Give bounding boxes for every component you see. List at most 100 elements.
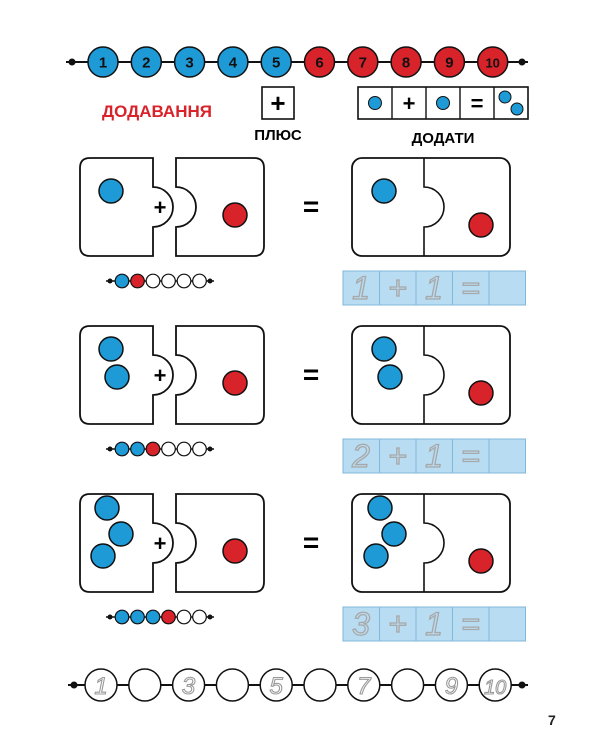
plus-label: ПЛЮС	[254, 127, 302, 144]
right-card-piece	[175, 325, 265, 425]
number-bead	[390, 46, 422, 78]
number-bead-label: 2	[142, 55, 150, 72]
bead-row	[106, 441, 214, 457]
number-bead-label: 1	[99, 55, 107, 72]
number-bead-label: 5	[272, 55, 280, 72]
plus-sign: +	[154, 363, 167, 388]
blue-circle	[108, 521, 134, 547]
plus-sign: +	[154, 531, 167, 556]
bead	[114, 609, 130, 625]
bottom-bead-guide: 5	[270, 673, 284, 700]
writing-cell	[415, 606, 453, 642]
writing-cell	[452, 606, 490, 642]
blue-circle	[98, 178, 124, 204]
red-circle	[222, 202, 248, 228]
dotted-writing-guide: +	[388, 606, 407, 642]
bottom-bead-guide: 10	[484, 677, 506, 699]
bead	[176, 609, 192, 625]
blue-circle	[98, 336, 124, 362]
blue-dot	[498, 90, 512, 104]
writing-cell	[488, 438, 526, 474]
number-bead	[303, 46, 336, 78]
writing-cell	[488, 270, 526, 306]
dotted-writing-guide: 1	[425, 270, 443, 306]
dotted-writing-guide: =	[461, 606, 480, 642]
writing-cell	[342, 270, 380, 306]
number-bead	[130, 46, 163, 78]
red-circle	[468, 548, 494, 574]
number-bead-label: 4	[229, 55, 238, 72]
bead	[161, 441, 176, 457]
chain-end-dot	[70, 681, 78, 689]
bottom-bead	[215, 668, 250, 702]
number-bead	[173, 46, 206, 78]
writing-cell	[379, 606, 417, 642]
writing-cell	[415, 270, 453, 306]
exercise-1: +=1+1=	[79, 157, 526, 307]
plus-box	[261, 86, 295, 120]
exercise-2: + = 2 +1 =	[79, 325, 526, 475]
blue-circle	[371, 178, 397, 204]
bottom-bead	[434, 668, 469, 702]
red-circle	[468, 380, 494, 406]
bead	[161, 273, 176, 289]
bottom-bead	[390, 668, 425, 702]
blue-circle	[90, 543, 116, 569]
bottom-bead	[347, 668, 381, 702]
equals-sign: =	[303, 527, 319, 558]
red-circle	[222, 538, 248, 564]
blue-circle	[371, 336, 397, 362]
plus-sign: +	[154, 195, 167, 220]
bead	[192, 441, 207, 457]
number-bead-label: 6	[315, 55, 323, 72]
number-bead	[476, 46, 509, 78]
bottom-bead	[259, 668, 293, 702]
bead	[145, 273, 161, 289]
dotted-writing-guide: =	[461, 438, 480, 474]
blue-circle	[104, 364, 130, 390]
number-bead-label: 10	[485, 56, 499, 71]
bottom-bead	[303, 668, 337, 702]
section-title: ДОДАВАННЯ	[102, 102, 212, 121]
bead	[130, 273, 145, 289]
example-equation-box: +=	[357, 86, 529, 120]
bead	[161, 609, 176, 625]
bead-string-end	[207, 446, 213, 452]
number-bead	[217, 46, 249, 78]
bead-string-end	[207, 278, 213, 284]
result-card	[351, 157, 511, 257]
bead	[192, 609, 207, 625]
blue-circle	[94, 495, 120, 521]
bead	[145, 609, 161, 625]
chain-end-dot	[518, 681, 526, 689]
exercise-3: + = 3 +1 =	[79, 493, 526, 643]
number-bead-label: 3	[185, 55, 193, 72]
red-circle	[468, 212, 494, 238]
writing-cell	[379, 438, 417, 474]
dotted-writing-guide: 1	[425, 438, 443, 474]
blue-dot	[510, 102, 524, 116]
writing-cell	[415, 438, 453, 474]
dotted-writing-guide: 1	[425, 606, 443, 642]
page-number: 7	[548, 712, 556, 728]
example-equals-sign: =	[471, 91, 484, 116]
equals-sign: =	[303, 359, 319, 390]
bead	[130, 441, 145, 457]
plus-sign: +	[270, 88, 285, 118]
dotted-writing-guide: 2	[351, 438, 370, 474]
bead-string-end	[107, 614, 113, 620]
dotted-writing-guide: 3	[352, 606, 370, 642]
bead	[145, 441, 161, 457]
blue-circle	[381, 521, 407, 547]
bottom-bead-guide: 1	[94, 673, 107, 700]
dotted-writing-guide: +	[388, 438, 407, 474]
bead-row	[106, 609, 214, 625]
blue-circle	[377, 364, 403, 390]
writing-cells: 2 +1 =	[342, 437, 526, 475]
equals-sign: =	[303, 191, 319, 222]
blue-dot	[368, 96, 382, 110]
right-card-piece	[175, 157, 265, 257]
writing-cells: 3 +1 =	[342, 605, 526, 643]
writing-cell	[342, 606, 380, 642]
